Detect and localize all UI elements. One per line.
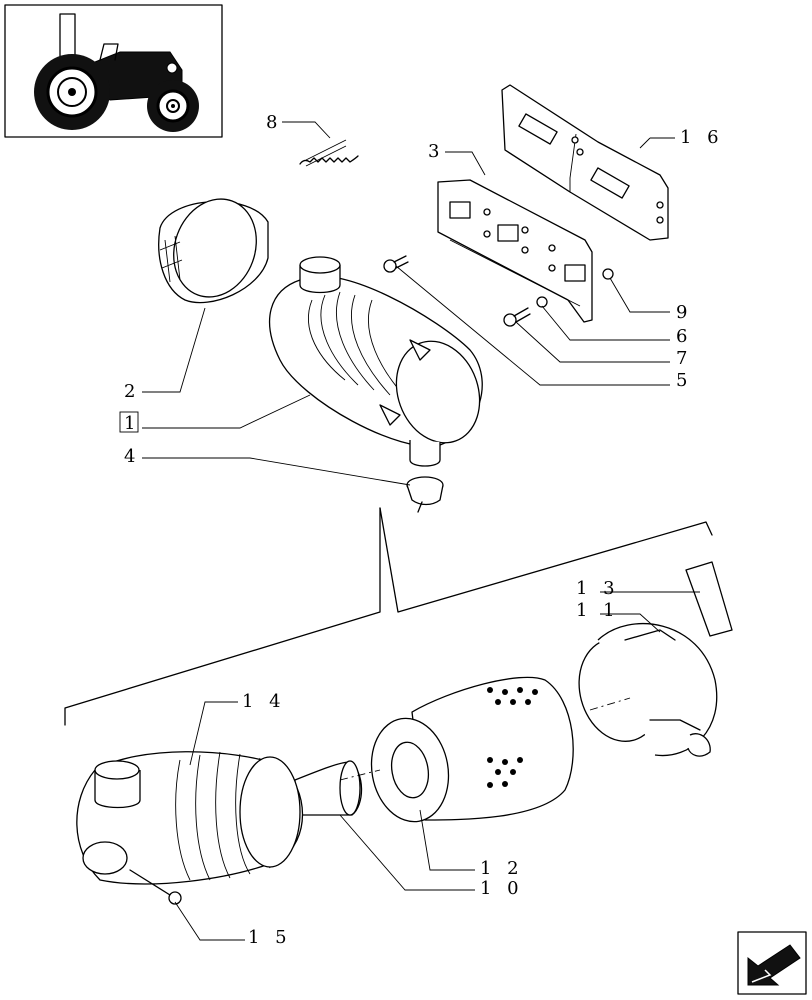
pin-part-15 xyxy=(129,869,182,905)
tractor-icon xyxy=(34,13,199,132)
cover-part-13 xyxy=(685,561,733,637)
callout-11: 1 1 xyxy=(576,600,620,621)
callout-8: 8 xyxy=(266,112,282,133)
nav-arrow-button[interactable] xyxy=(737,931,807,995)
bracket-part-16 xyxy=(501,84,669,241)
safety-element-part-10 xyxy=(294,760,363,816)
exploded-view-bracket xyxy=(64,507,381,726)
callout-labels: 8 1 6 3 2 1 4 9 6 7 5 1 3 1 1 1 4 1 2 1 … xyxy=(119,112,724,948)
tractor-thumbnail xyxy=(4,4,223,138)
washer-part-9 xyxy=(602,268,614,280)
callout-15: 1 5 xyxy=(248,927,292,948)
callout-2: 2 xyxy=(124,381,140,402)
filter-element-part-12 xyxy=(370,676,574,823)
cap-part-11 xyxy=(578,622,718,757)
callout-5: 5 xyxy=(676,370,692,391)
callout-14: 1 4 xyxy=(242,691,286,712)
washer-part-6 xyxy=(536,296,548,308)
callout-16: 1 6 xyxy=(680,127,724,148)
valve-part-4 xyxy=(406,476,444,513)
callout-13: 1 3 xyxy=(576,578,620,599)
spring-part-8 xyxy=(299,139,359,167)
leader-lines xyxy=(142,121,700,941)
clamp-ring-part-2 xyxy=(158,198,269,304)
callout-10: 1 0 xyxy=(480,878,524,899)
callout-3: 3 xyxy=(428,141,444,162)
callout-12: 1 2 xyxy=(480,858,524,879)
bolt-part-5 xyxy=(383,255,409,273)
arrow-icon xyxy=(747,944,801,986)
housing-part-14 xyxy=(76,751,304,885)
air-cleaner-assembly-part-1 xyxy=(268,256,483,467)
callout-1: 1 xyxy=(124,413,140,434)
callout-6: 6 xyxy=(676,326,692,347)
callout-7: 7 xyxy=(676,348,692,369)
callout-9: 9 xyxy=(676,302,692,323)
bracket-part-3 xyxy=(437,179,593,323)
callout-1-box xyxy=(119,411,139,433)
callout-4: 4 xyxy=(124,446,140,467)
bolt-part-7 xyxy=(503,307,531,327)
